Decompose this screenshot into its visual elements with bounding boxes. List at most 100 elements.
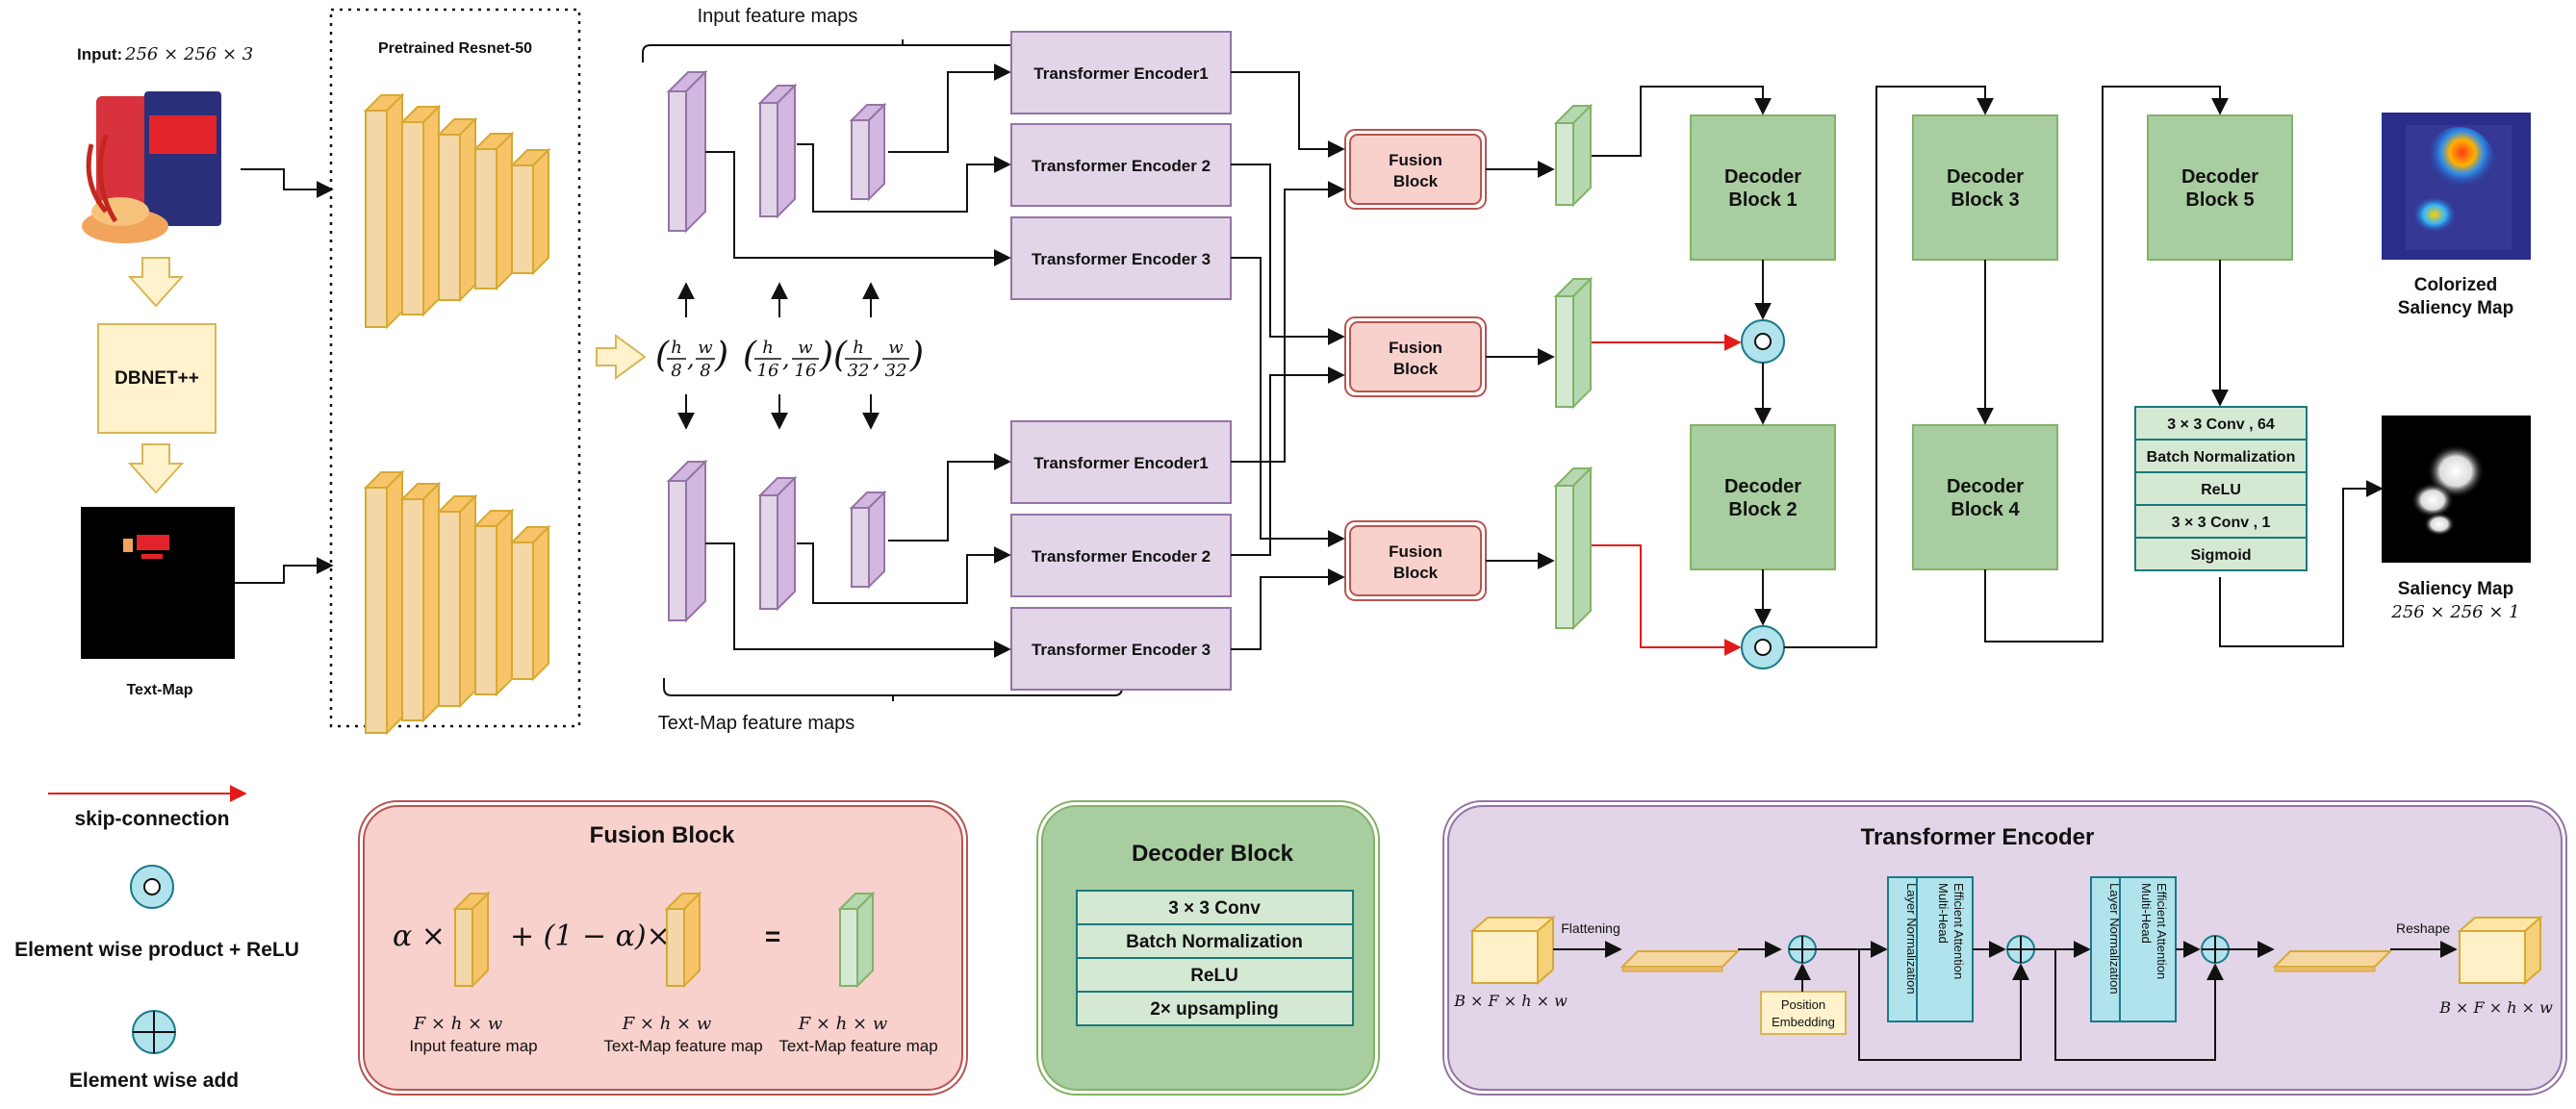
textmap-maps-brace xyxy=(663,678,1123,701)
input-dims: 256 × 256 × 3 xyxy=(124,44,253,64)
encoder-top-1 xyxy=(1010,31,1232,114)
encoder-bottom-3 xyxy=(1010,607,1232,691)
tp-output-cube xyxy=(2457,915,2543,986)
feature-maps-section: Input feature maps Text-Map feature maps… xyxy=(642,6,1163,734)
legend-add-icon xyxy=(132,1010,176,1054)
svg-text:): ) xyxy=(714,336,728,375)
encoder-bottom-3-label: Transformer Encoder 3 xyxy=(1032,641,1211,659)
fusion-panel-equals: = xyxy=(765,921,780,951)
fusion-block-1: Fusion Block xyxy=(1344,129,1487,210)
tp-layer-norm-2: Layer Normalization xyxy=(2090,876,2122,1022)
fusion-panel-caption-1: Input feature map xyxy=(409,1037,537,1055)
decoder-block-3-line1: Decoder xyxy=(1947,166,2024,188)
resnet-top-layer-1 xyxy=(363,92,405,330)
svg-text:2× upsampling: 2× upsampling xyxy=(1150,999,1279,1020)
decoder-panel-row-4: 2× upsampling xyxy=(1076,991,1354,1026)
fusion-panel-caption-3: Text-Map feature map xyxy=(778,1037,937,1055)
svg-text:ReLU: ReLU xyxy=(2201,482,2241,498)
svg-text:3 × 3 Conv , 64: 3 × 3 Conv , 64 xyxy=(2167,416,2275,433)
fusion-panel-textmap xyxy=(664,891,702,989)
tp-residual-1 xyxy=(1858,949,2029,1061)
tp-mhea-1: Multi-Head Efficient Attention xyxy=(1916,876,1974,1022)
wire-enc2-fusion2 xyxy=(1231,164,1345,345)
svg-text:Fusion: Fusion xyxy=(1389,542,1442,561)
textmap-label: Text-Map xyxy=(126,682,192,698)
svg-text:): ) xyxy=(909,336,924,375)
encoder-bottom-2-label: Transformer Encoder 2 xyxy=(1032,547,1211,566)
svg-text:16: 16 xyxy=(757,361,779,381)
svg-text:,: , xyxy=(873,345,880,372)
textmap-map-h8 xyxy=(666,459,708,623)
textmap-glyph xyxy=(123,535,169,559)
wire-dec4-dec5 xyxy=(1984,86,2229,643)
svg-text:8: 8 xyxy=(671,361,681,381)
input-map-h8 xyxy=(666,69,708,234)
feature-map-prisms xyxy=(666,69,887,623)
input-map-h32 xyxy=(849,102,887,202)
resnet-top-layer-5 xyxy=(509,147,551,276)
wire-tenc2-fusion2 xyxy=(1231,366,1345,556)
input-map-h16 xyxy=(757,83,798,219)
tp-output-dims: B × F × h × w xyxy=(2438,998,2553,1017)
encoder-top-2 xyxy=(1010,123,1232,207)
encoder-top-1-label: Transformer Encoder1 xyxy=(1033,64,1208,83)
decoder-block-5 xyxy=(2147,114,2293,261)
wire-tmap32-enc1 xyxy=(888,453,1011,542)
resnet-bottom-stack xyxy=(363,469,551,736)
svg-text:8: 8 xyxy=(700,361,710,381)
head-row-3: ReLU xyxy=(2134,471,2308,506)
fusion-section: Fusion Block Fusion Block Fusion Block xyxy=(1231,71,1594,650)
svg-text:,: , xyxy=(687,345,695,372)
svg-text:(: ( xyxy=(743,336,757,375)
svg-text:32: 32 xyxy=(885,361,907,381)
tp-layer-norm-1: Layer Normalization xyxy=(1887,876,1919,1022)
resnet-section: Pretrained Resnet-50 xyxy=(329,8,647,736)
legend-product-icon xyxy=(130,865,174,909)
decoder-block-2-line1: Decoder xyxy=(1724,476,1801,497)
svg-text:3 × 3 Conv: 3 × 3 Conv xyxy=(1168,898,1261,919)
textmap-feature-maps-label: Text-Map feature maps xyxy=(658,713,855,734)
svg-text:32: 32 xyxy=(848,361,870,381)
textmap-image xyxy=(81,507,235,659)
resnet-bottom-layer-3 xyxy=(436,493,478,709)
decoder-block-1 xyxy=(1690,114,1836,261)
svg-text:16: 16 xyxy=(795,361,817,381)
input-section: Input: 256 × 256 × 3 DBNET++ Text-Map xyxy=(77,44,334,698)
fusion-panel-title: Fusion Block xyxy=(590,822,735,848)
resnet-top-layer-2 xyxy=(399,104,442,317)
encoders-section: Transformer Encoder1 Transformer Encoder… xyxy=(705,31,1232,691)
outputs-section: Colorized Saliency Map Saliency Map 256 … xyxy=(2382,113,2531,622)
svg-text:(: ( xyxy=(655,336,670,375)
decoder-block-1-line2: Block 1 xyxy=(1728,189,1797,211)
tp-input-cube xyxy=(1469,915,1556,986)
svg-text:): ) xyxy=(819,336,833,375)
fusion-panel-caption-2: Text-Map feature map xyxy=(603,1037,762,1055)
svg-text:h: h xyxy=(671,338,682,358)
fusion-block-2: Fusion Block xyxy=(1344,316,1487,397)
wire-tenc1-fusion1 xyxy=(1231,181,1345,463)
tp-reshape-label: Reshape xyxy=(2396,920,2450,936)
wire-map16-enc2 xyxy=(797,143,1011,213)
transformer-encoder-panel: Transformer Encoder B × F × h × w Flatte… xyxy=(1442,800,2567,1096)
decoder-block-2-line2: Block 2 xyxy=(1728,499,1797,520)
svg-text:Layer Normalization: Layer Normalization xyxy=(2107,883,2122,995)
fused-map-1 xyxy=(1553,103,1594,208)
legend: skip-connection Element wise product + R… xyxy=(14,785,299,1092)
tp-pos-line2: Embedding xyxy=(1772,1015,1835,1029)
decoder-panel-title: Decoder Block xyxy=(1132,841,1294,867)
resnet-top-layer-3 xyxy=(436,116,478,303)
dbnet-label: DBNET++ xyxy=(115,368,199,389)
resnet-top-layer-4 xyxy=(472,131,515,291)
wire-map1-dec1 xyxy=(1592,86,1772,157)
svg-text:Layer Normalization: Layer Normalization xyxy=(1904,883,1919,995)
textmap-map-h16 xyxy=(757,475,798,612)
decoder-block-5-line1: Decoder xyxy=(2181,166,2258,188)
tp-add-node-2 xyxy=(2006,935,2035,964)
dbnet-box xyxy=(97,323,217,434)
resnet-label: Pretrained Resnet-50 xyxy=(378,40,532,57)
tp-flat-token xyxy=(1620,950,1741,968)
transformer-panel-title: Transformer Encoder xyxy=(1861,824,2095,850)
svg-text:Efficient Attention: Efficient Attention xyxy=(2155,883,2169,979)
